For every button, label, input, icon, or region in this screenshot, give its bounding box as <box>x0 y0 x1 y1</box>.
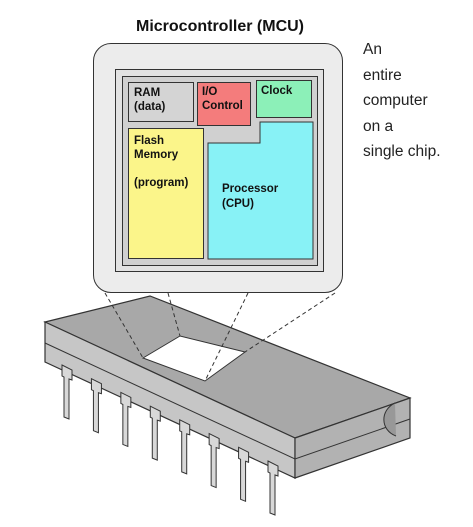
diagram-title: Microcontroller (MCU) <box>136 18 304 35</box>
cpu-label: Processor (CPU) <box>222 182 278 212</box>
clock-label: Clock <box>261 85 293 97</box>
side-note-line: computer <box>363 92 428 109</box>
io-label: I/O <box>202 86 218 98</box>
flash-label: Flash <box>134 135 165 147</box>
package-notch <box>383 402 397 437</box>
package-side-face <box>294 397 411 479</box>
cpu-sublabel: (CPU) <box>222 198 254 210</box>
package-pin <box>238 446 250 503</box>
clock-block: Clock <box>256 80 312 118</box>
package-pin <box>208 432 220 489</box>
package-pin <box>179 419 191 475</box>
package-seam <box>44 342 411 460</box>
flash-label-2: Memory <box>134 149 179 161</box>
side-note-line: on a <box>363 117 394 135</box>
ram-block: RAM (data) <box>128 82 194 122</box>
package-pin <box>149 405 161 461</box>
io-sublabel: Control <box>202 100 243 112</box>
ram-label: RAM <box>134 87 161 99</box>
side-note-line: An <box>363 41 382 58</box>
cpu-label-line: Processor <box>222 183 279 195</box>
projection-lines <box>104 292 336 382</box>
package-pin <box>267 460 279 516</box>
front-pins <box>61 364 279 516</box>
side-note: An entire computer on a single chip. <box>363 37 468 165</box>
ram-sublabel: (data) <box>134 101 166 113</box>
package-pin <box>120 391 132 448</box>
package-pin <box>61 364 73 420</box>
package-pin <box>90 377 102 434</box>
side-note-line: entire <box>363 66 402 84</box>
flash-sublabel: (program) <box>134 177 189 189</box>
io-control-block: I/O Control <box>197 82 251 126</box>
side-note-line: single chip. <box>363 143 441 160</box>
flash-memory-block: Flash Memory (program) <box>128 128 204 259</box>
